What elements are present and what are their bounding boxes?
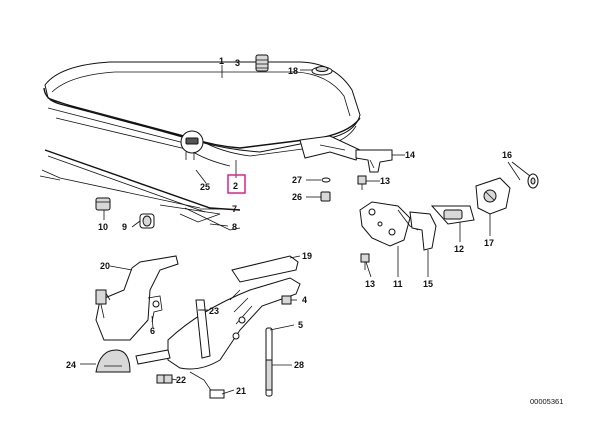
pin-4 — [281, 295, 292, 305]
striker-14 — [355, 149, 393, 173]
callout-22: 22 — [176, 375, 186, 385]
seal-strips — [39, 149, 241, 231]
strut-28 — [265, 327, 273, 397]
plate-19 — [231, 255, 299, 283]
callout-17: 17 — [484, 238, 494, 248]
buffer-3 — [255, 54, 269, 72]
callout-21: 21 — [236, 386, 246, 396]
callout-20: 20 — [100, 261, 110, 271]
callout-8: 8 — [232, 222, 237, 232]
callout-12: 12 — [454, 244, 464, 254]
callout-19: 19 — [302, 251, 312, 261]
callout-13-lower: 13 — [365, 279, 375, 289]
callout-26: 26 — [292, 192, 302, 202]
callout-1: 1 — [219, 56, 224, 66]
callout-9: 9 — [122, 222, 127, 232]
grommet-9 — [139, 213, 155, 229]
callout-2[interactable]: 2 — [233, 181, 238, 191]
callout-25: 25 — [200, 182, 210, 192]
callout-28: 28 — [294, 360, 304, 370]
callout-10: 10 — [98, 222, 108, 232]
callout-6: 6 — [150, 326, 155, 336]
clip-16 — [527, 173, 539, 189]
callout-23: 23 — [209, 306, 219, 316]
highlight-box — [227, 174, 246, 194]
bolt-13-lower — [360, 253, 370, 270]
callout-labels: 1 2 3 4 5 6 7 8 9 10 11 12 13 13 14 15 1… — [66, 56, 512, 396]
nut-26 — [320, 191, 331, 202]
callout-11: 11 — [393, 279, 403, 289]
bolt-13-upper — [357, 175, 367, 190]
callout-24: 24 — [66, 360, 76, 370]
bolt-22 — [156, 374, 173, 384]
cable-21 — [189, 371, 225, 399]
callout-13-upper: 13 — [380, 176, 390, 186]
cover-24 — [95, 349, 131, 373]
callout-3: 3 — [235, 58, 240, 68]
callout-5: 5 — [298, 320, 303, 330]
callout-15: 15 — [423, 279, 433, 289]
lock-11 — [359, 201, 419, 247]
cap-18 — [311, 66, 333, 76]
hinge-arm-5 — [167, 277, 301, 370]
callout-18: 18 — [288, 66, 298, 76]
rod-end — [135, 349, 171, 365]
callout-4: 4 — [302, 295, 307, 305]
callout-7: 7 — [232, 204, 237, 214]
spring-6 — [147, 295, 163, 323]
callout-16: 16 — [502, 150, 512, 160]
lock-cylinder-17 — [475, 177, 511, 215]
trunk-lid — [43, 61, 361, 167]
callout-27: 27 — [292, 175, 302, 185]
rod-15 — [409, 211, 437, 251]
clip-10 — [95, 197, 111, 211]
washer-27 — [321, 177, 331, 183]
reference-number: 00005361 — [530, 397, 563, 406]
callout-14: 14 — [405, 150, 415, 160]
hinge-bracket-20 — [95, 255, 179, 341]
bracket-12 — [430, 205, 475, 225]
